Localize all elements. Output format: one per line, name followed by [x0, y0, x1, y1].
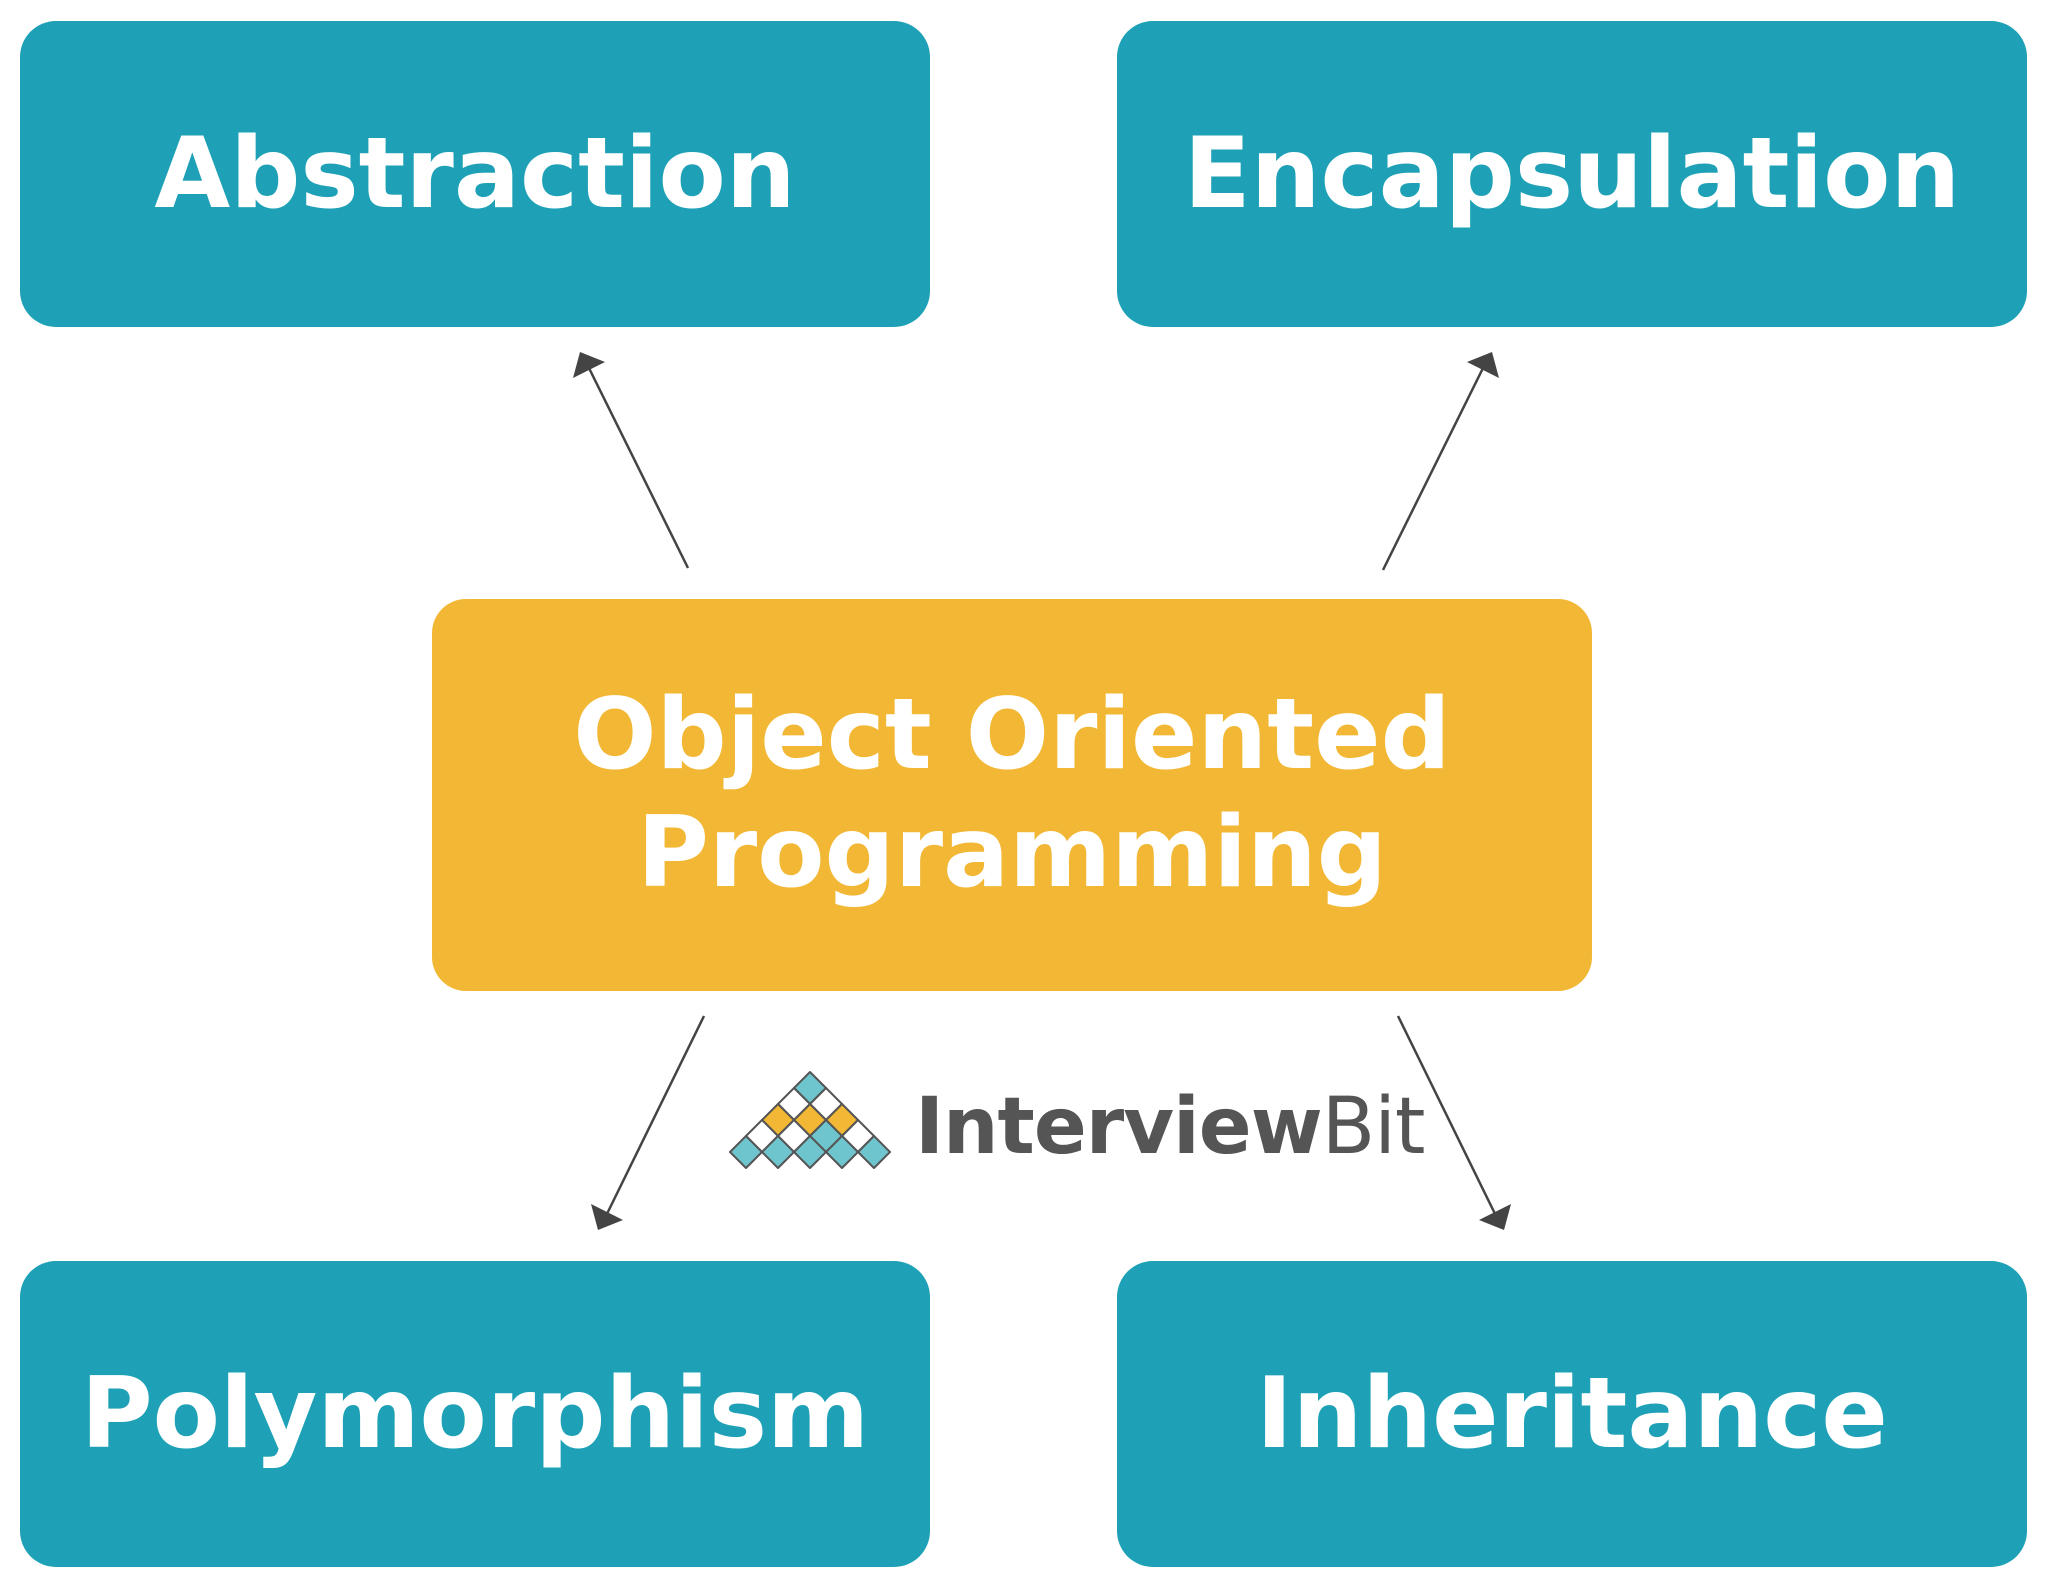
abstraction-label: Abstraction: [154, 117, 796, 231]
arrowhead-encapsulation: [1467, 352, 1499, 378]
inheritance-box: Inheritance: [1117, 1261, 2027, 1567]
arrow-to-abstraction: [583, 359, 690, 569]
center-title-line1: Object Oriented: [573, 678, 1451, 793]
arrow-to-polymorphism: [601, 1015, 706, 1223]
center-title: Object Oriented Programming: [573, 677, 1451, 912]
arrow-to-encapsulation: [1381, 359, 1489, 571]
interviewbit-logo: InterviewBit: [720, 1070, 1426, 1182]
inheritance-label: Inheritance: [1256, 1357, 1888, 1471]
polymorphism-box: Polymorphism: [20, 1261, 930, 1567]
logo-text-interview: Interview: [915, 1082, 1323, 1172]
interviewbit-logo-mark-icon: [729, 1071, 891, 1169]
interviewbit-logo-text: InterviewBit: [915, 1088, 1426, 1166]
center-oop-box: Object Oriented Programming: [432, 599, 1592, 991]
arrowhead-inheritance: [1479, 1204, 1511, 1230]
abstraction-box: Abstraction: [20, 21, 930, 327]
encapsulation-label: Encapsulation: [1183, 117, 1961, 231]
arrow-to-inheritance: [1396, 1015, 1501, 1223]
encapsulation-box: Encapsulation: [1117, 21, 2027, 327]
arrowhead-abstraction: [573, 352, 605, 378]
center-title-line2: Programming: [637, 796, 1387, 910]
polymorphism-label: Polymorphism: [80, 1357, 870, 1471]
logo-text-bit: Bit: [1321, 1082, 1426, 1172]
arrowhead-polymorphism: [591, 1204, 623, 1230]
